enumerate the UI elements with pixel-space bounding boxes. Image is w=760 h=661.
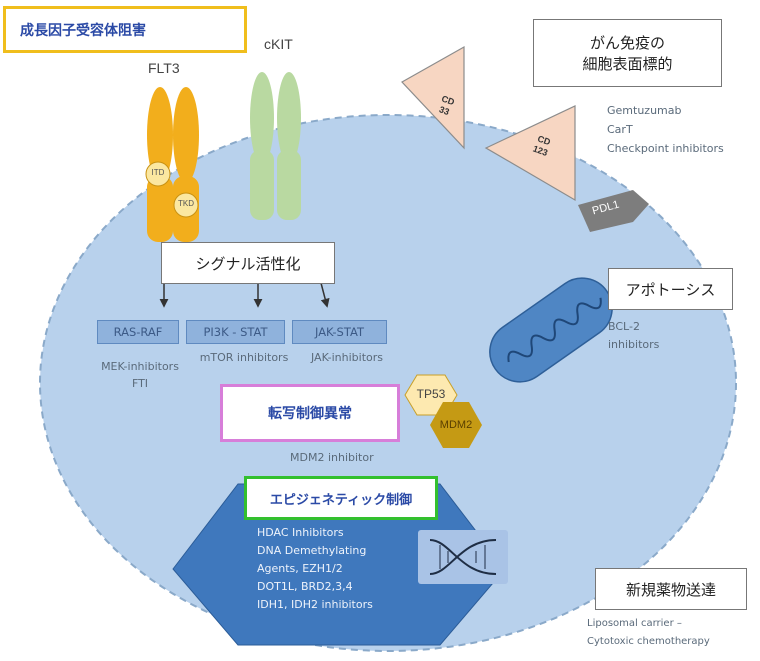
transcription-drug: MDM2 inhibitor	[290, 451, 374, 464]
new-delivery-title-box: 新規薬物送達	[595, 568, 747, 610]
receptor-inhibition-title-box: 成長因子受容体阻害	[3, 6, 247, 53]
epi-drug-dot1l-brd: DOT1L, BRD2,3,4	[257, 580, 353, 593]
apoptosis-drug-line1: BCL-2	[608, 320, 640, 333]
agent-checkpoint-inhibitors: Checkpoint inhibitors	[607, 142, 724, 155]
immuno-target-title-box: がん免疫の 細胞表面標的	[533, 19, 722, 87]
epi-drug-hdac: HDAC Inhibitors	[257, 526, 344, 539]
receptor-inhibition-title: 成長因子受容体阻害	[20, 21, 146, 38]
mdm2-label: MDM2	[439, 419, 473, 431]
transcription-title-box: 転写制御異常	[220, 384, 400, 442]
cd123-antigen	[484, 105, 576, 202]
apoptosis-title: アポトーシス	[625, 281, 716, 299]
new-delivery-line1: Liposomal carrier –	[587, 618, 682, 629]
dna-icon	[418, 530, 508, 584]
inhibitor-jak: JAK-inhibitors	[311, 351, 383, 364]
signal-activation-title: シグナル活性化	[195, 255, 301, 273]
inhibitor-mek-fti: MEK-inhibitors FTI	[101, 360, 179, 390]
immuno-target-title-line1: がん免疫の	[589, 35, 665, 52]
flt3-receptor	[145, 87, 199, 242]
ckit-label: cKIT	[264, 36, 293, 52]
ckit-receptor	[250, 72, 301, 220]
new-delivery-line2: Cytotoxic chemotherapy	[587, 636, 710, 647]
mdm2-marker	[430, 402, 482, 448]
mitochondrion-icon	[489, 277, 613, 383]
immunotherapy-agents: Gemtuzumab CarT Checkpoint inhibitors	[607, 101, 724, 158]
epigenetics-title-box: エピジェネティック制御	[244, 476, 438, 520]
cd33-antigen	[401, 45, 465, 150]
inhibitor-mtor: mTOR inhibitors	[199, 351, 289, 364]
apoptosis-drug-line2: inhibitors	[608, 338, 660, 351]
epi-drug-dna-demethylating: DNA Demethylating	[257, 544, 367, 557]
tkd-marker	[173, 192, 199, 218]
epi-drug-idh: IDH1, IDH2 inhibitors	[257, 598, 373, 611]
immuno-target-title-line2: 細胞表面標的	[582, 56, 673, 73]
epi-drug-ezh: Agents, EZH1/2	[257, 562, 343, 575]
agent-gemtuzumab: Gemtuzumab	[607, 104, 682, 117]
new-delivery-title: 新規薬物送達	[625, 581, 716, 599]
pathway-ras-raf: RAS-RAF	[97, 320, 179, 344]
epigenetics-title: エピジェネティック制御	[269, 491, 413, 507]
pathway-pi3k-stat: PI3K - STAT	[186, 320, 285, 344]
transcription-title: 転写制御異常	[268, 405, 352, 421]
epigenetics-drug-list: HDAC Inhibitors DNA Demethylating Agents…	[257, 524, 373, 614]
signal-activation-title-box: シグナル活性化	[161, 242, 335, 284]
itd-marker	[145, 161, 171, 187]
flt3-label: FLT3	[148, 60, 180, 76]
tkd-label: TKD	[178, 199, 194, 208]
agent-cart: CarT	[607, 123, 633, 136]
tp53-label: TP53	[416, 387, 446, 401]
pathway-jak-stat: JAK-STAT	[292, 320, 387, 344]
apoptosis-title-box: アポトーシス	[608, 268, 733, 310]
itd-label: ITD	[151, 168, 165, 177]
pdl1-marker	[578, 190, 649, 232]
